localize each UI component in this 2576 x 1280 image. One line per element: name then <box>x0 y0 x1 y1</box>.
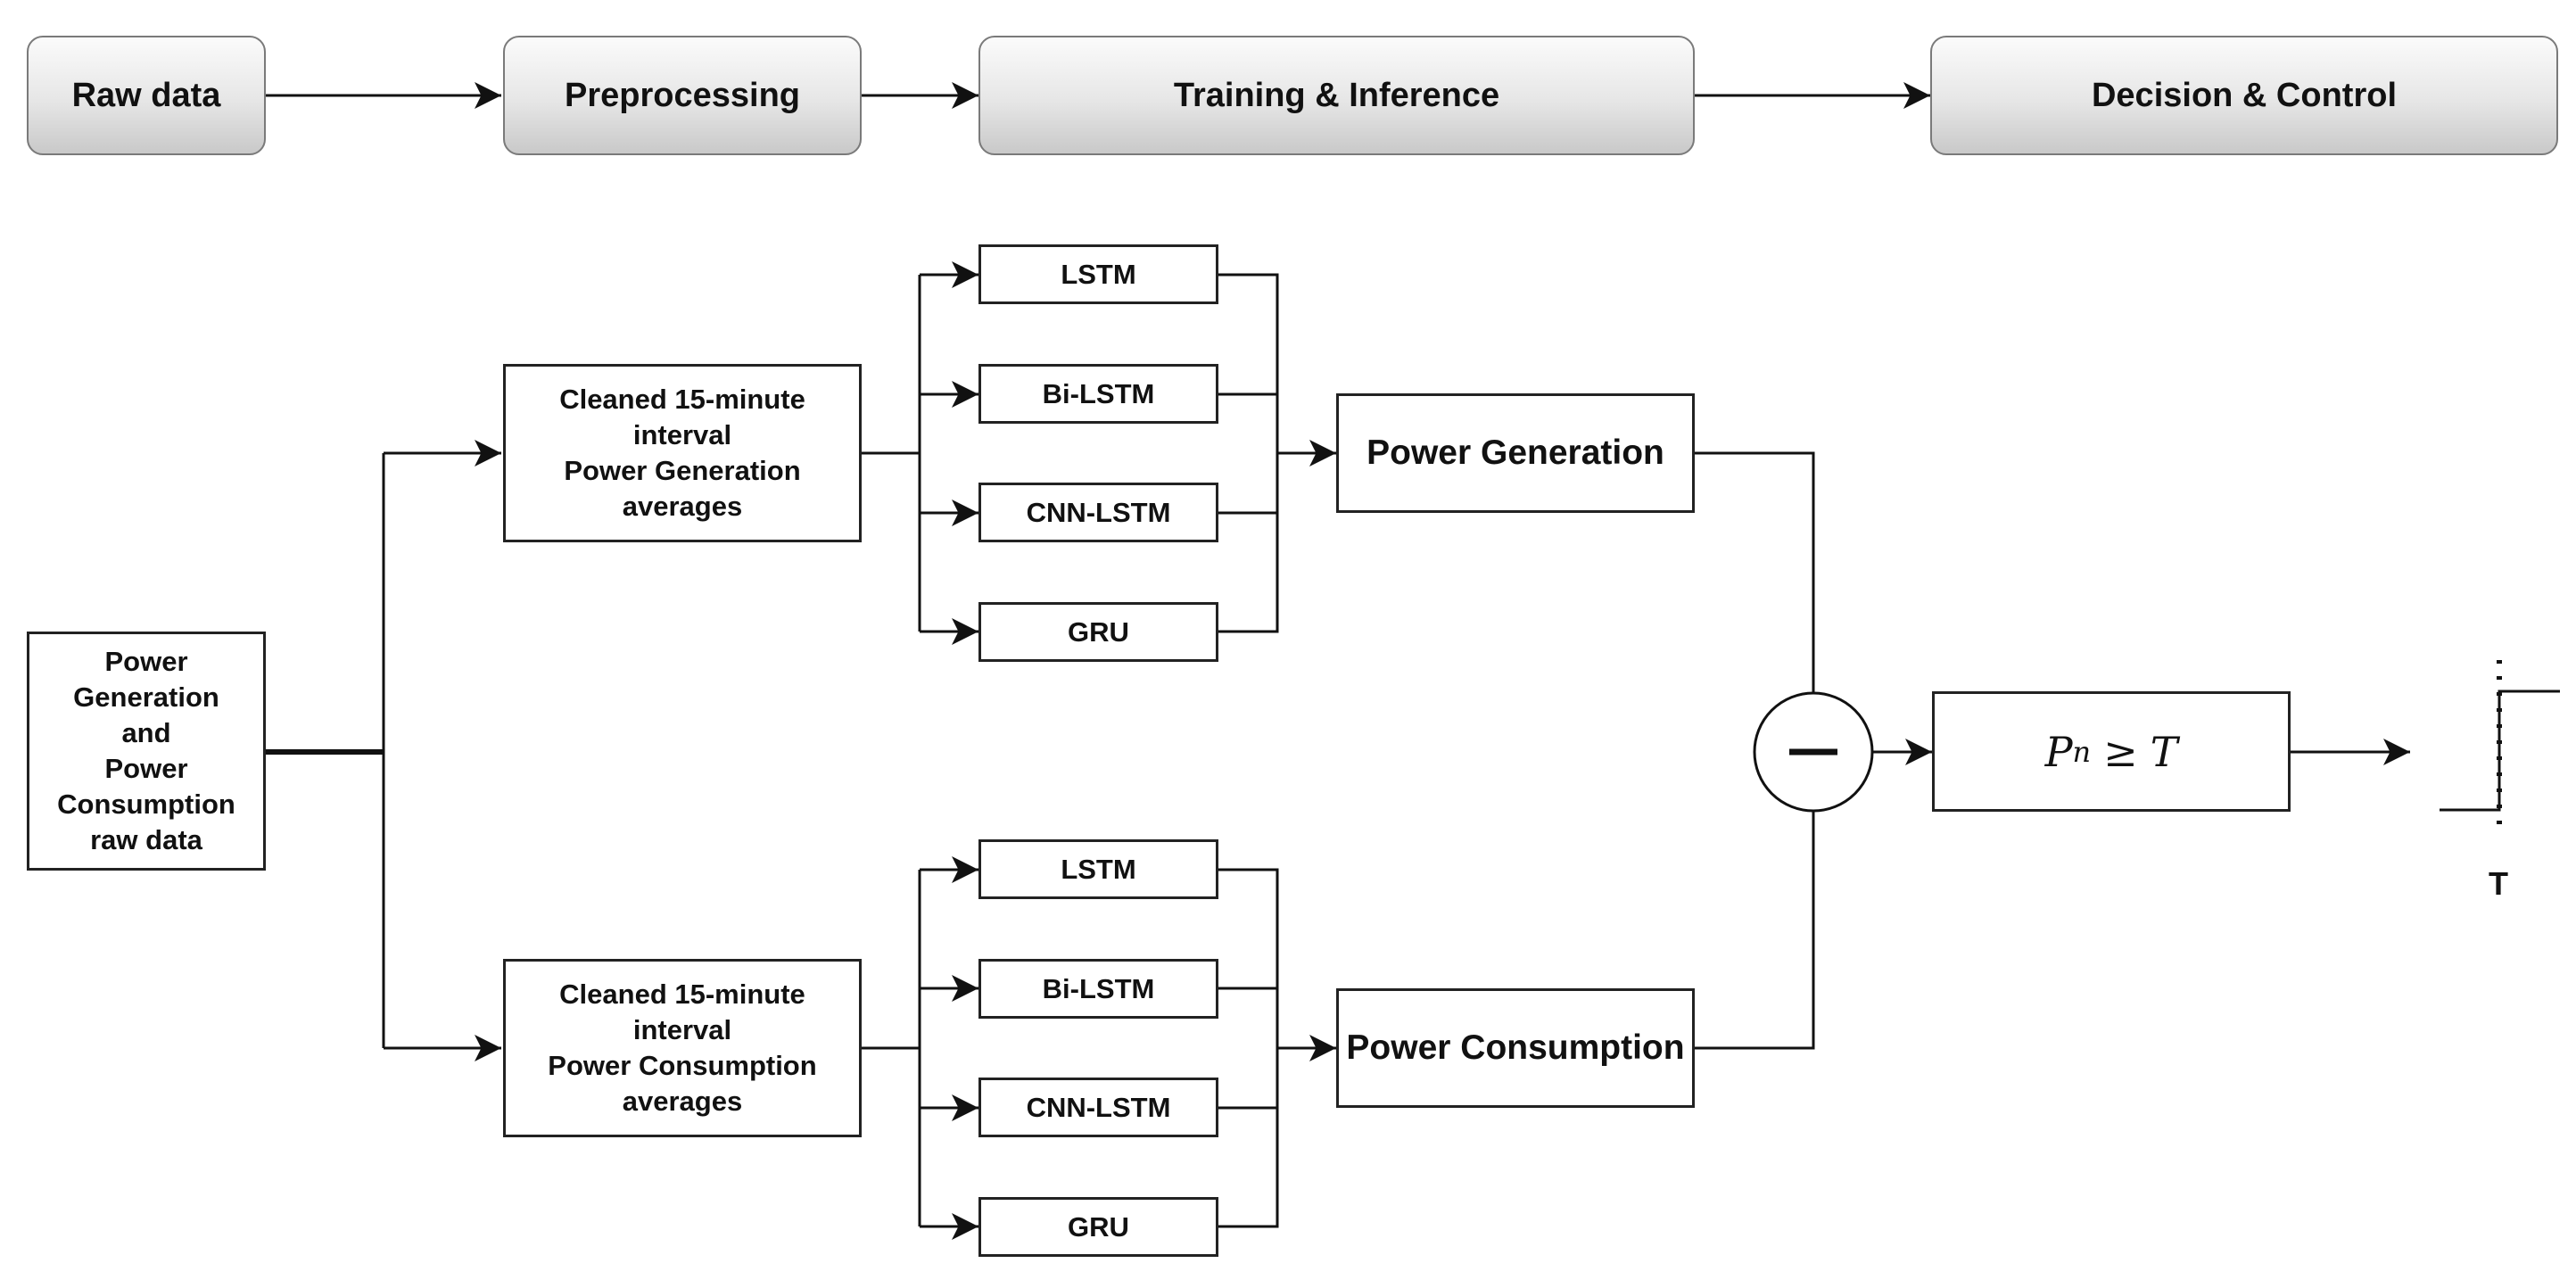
raw-data-line: Power <box>104 646 188 677</box>
gen-model-cnnlstm-label: CNN-LSTM <box>1026 496 1171 528</box>
preprocess-consumption-line: Cleaned 15-minute <box>559 979 805 1010</box>
gen-to-subtract <box>1695 451 1815 692</box>
stage-decision-control-label: Decision & Control <box>2091 76 2398 114</box>
stage-preprocessing: Preprocessing <box>503 36 862 155</box>
power-generation-output-label: Power Generation <box>1366 434 1664 472</box>
preprocess-consumption-line: Power Consumption <box>548 1050 817 1081</box>
decision-rule-operator: ≥ <box>2103 727 2138 776</box>
preprocess-generation-box: Cleaned 15-minute interval Power Generat… <box>503 364 862 542</box>
con-model-gru-label: GRU <box>1068 1210 1129 1243</box>
stage-training-inference-label: Training & Inference <box>1173 76 1500 114</box>
con-model-cnnlstm: CNN-LSTM <box>978 1078 1218 1137</box>
con-model-bilstm: Bi-LSTM <box>978 959 1218 1019</box>
gen-model-lstm-label: LSTM <box>1061 258 1136 290</box>
preprocess-consumption-box: Cleaned 15-minute interval Power Consump… <box>503 959 862 1137</box>
preprocess-generation-line: averages <box>622 491 743 522</box>
preprocess-generation-line: interval <box>632 419 732 450</box>
con-model-cnnlstm-label: CNN-LSTM <box>1026 1091 1171 1123</box>
stage-preprocessing-label: Preprocessing <box>565 76 800 114</box>
power-consumption-output-label: Power Consumption <box>1346 1028 1685 1067</box>
stage-raw-data-label: Raw data <box>71 76 221 114</box>
gen-model-bilstm: Bi-LSTM <box>978 364 1218 424</box>
decision-rule-rhs: T <box>2150 727 2178 776</box>
gen-model-bilstm-label: Bi-LSTM <box>1042 377 1155 409</box>
preprocess-consumption-line: averages <box>622 1086 743 1117</box>
con-to-subtract <box>1695 812 1815 1050</box>
preprocess-generation-line: Power Generation <box>564 455 801 486</box>
raw-data-line: Power <box>104 753 188 784</box>
raw-data-box: Power Generation and Power Consumption r… <box>27 632 266 871</box>
decision-rule-lhs: P <box>2044 727 2073 776</box>
raw-data-line: raw data <box>90 824 202 855</box>
gen-model-gru: GRU <box>978 602 1218 662</box>
raw-data-line: and <box>121 717 171 748</box>
con-model-gru: GRU <box>978 1197 1218 1257</box>
step-function <box>2440 690 2560 812</box>
raw-data-line: Generation <box>73 681 219 713</box>
preprocess-consumption-line: interval <box>632 1014 732 1045</box>
decision-rule-subscript: n <box>2072 734 2092 769</box>
con-model-lstm: LSTM <box>978 839 1218 899</box>
gen-model-lstm: LSTM <box>978 244 1218 304</box>
stage-decision-control: Decision & Control <box>1930 36 2558 155</box>
stage-raw-data: Raw data <box>27 36 266 155</box>
gen-model-gru-label: GRU <box>1068 615 1129 648</box>
raw-data-line: Consumption <box>57 789 235 820</box>
con-merge <box>1218 868 1279 1228</box>
gen-merge <box>1218 273 1279 633</box>
stage-training-inference: Training & Inference <box>978 36 1695 155</box>
power-generation-output: Power Generation <box>1336 393 1695 513</box>
preprocess-generation-line: Cleaned 15-minute <box>559 384 805 415</box>
gen-model-cnnlstm: CNN-LSTM <box>978 483 1218 542</box>
con-model-bilstm-label: Bi-LSTM <box>1042 972 1155 1004</box>
power-consumption-output: Power Consumption <box>1336 988 1695 1108</box>
threshold-label: T <box>2489 865 2508 902</box>
con-model-lstm-label: LSTM <box>1061 853 1136 885</box>
